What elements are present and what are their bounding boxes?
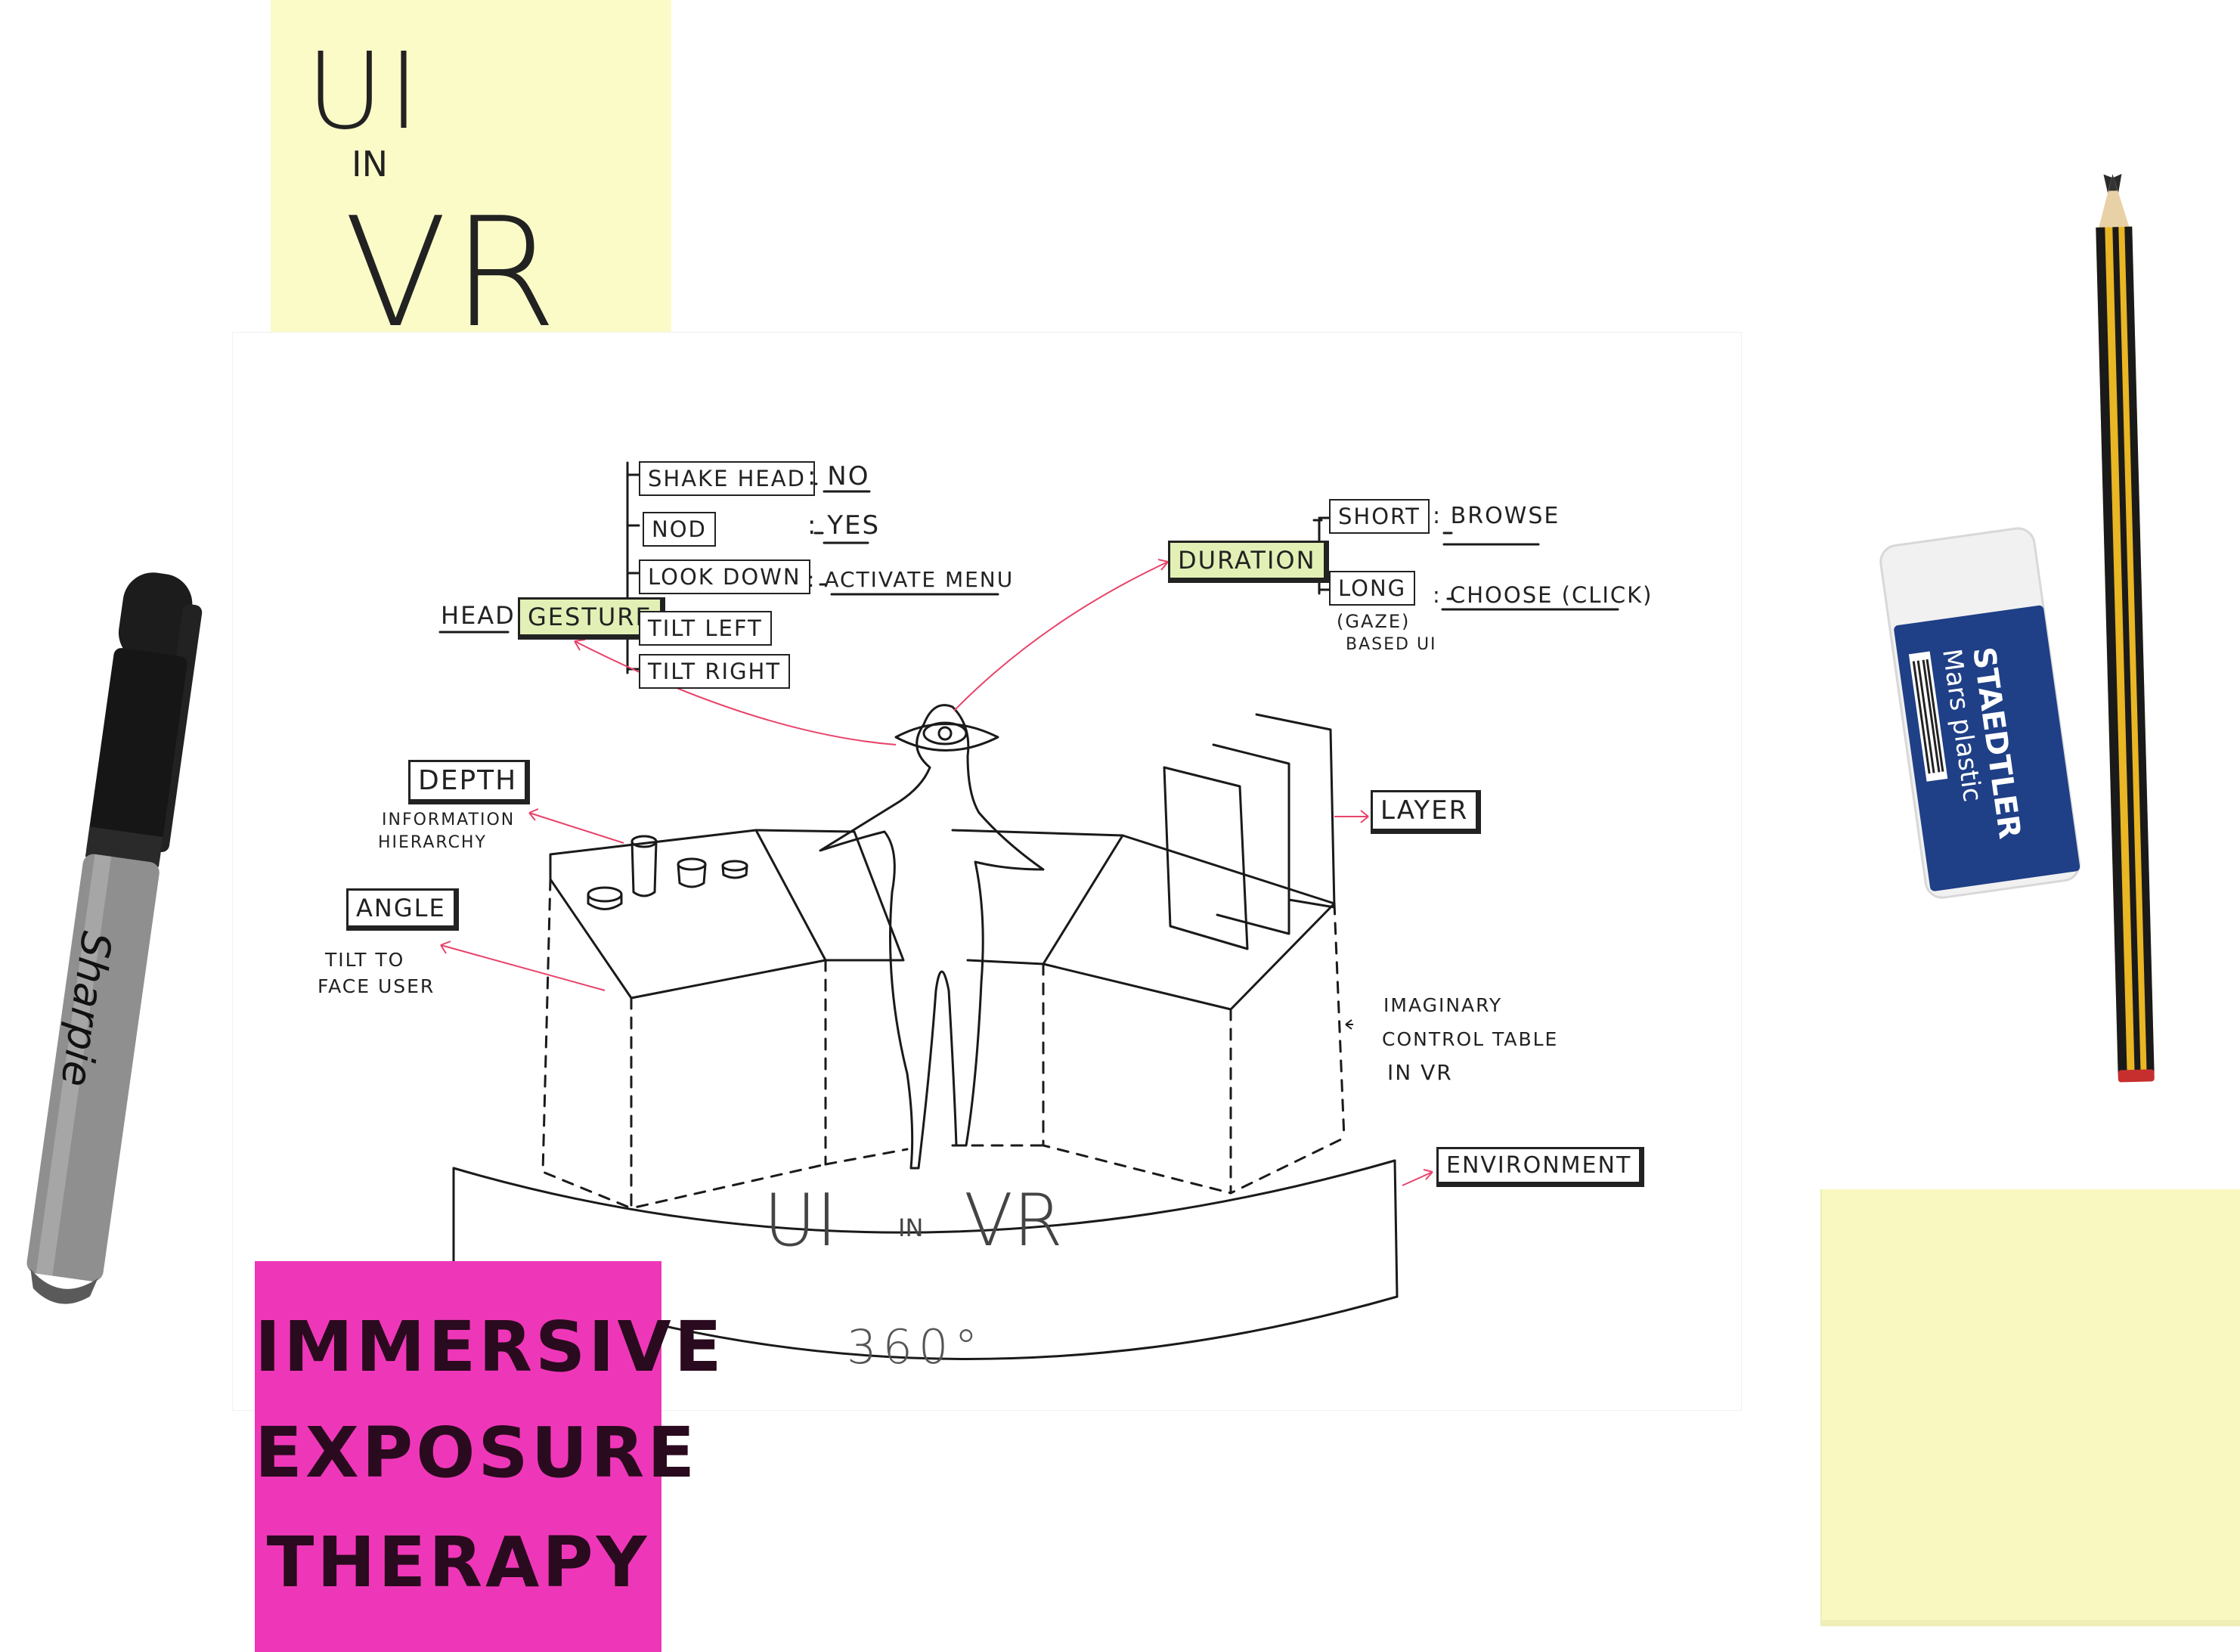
sticky-title-ui: UI [306,30,424,153]
duration-box: DURATION [1168,541,1329,583]
duration-short: SHORT [1329,499,1430,534]
imaginary-note-3: IN VR [1387,1060,1453,1085]
imaginary-note-2: CONTROL TABLE [1382,1028,1559,1050]
meaning-no: : NO [807,461,870,491]
based-ui-note: BASED UI [1346,635,1437,654]
center-title-ui: UI [764,1179,838,1263]
layer-box: LAYER [1371,790,1482,834]
sticky-note-pad-blank [1820,1189,2240,1626]
meaning-activate-menu: : ACTIVATE MENU [807,567,1015,592]
gesture-item-tilt-left: TILT LEFT [639,611,772,646]
sticky-title-vr: VR [344,185,562,361]
depth-note-information: INFORMATION [382,811,516,829]
gaze-note: (GAZE) [1337,611,1411,632]
environment-box: ENVIRONMENT [1436,1147,1645,1187]
gesture-item-look-down: LOOK DOWN [639,559,810,594]
duration-long: LONG [1329,571,1416,606]
angle-note-face-user: FACE USER [318,975,435,997]
gesture-item-nod: NOD [643,512,716,547]
short-meaning: : BROWSE [1433,503,1560,529]
center-title-in: IN [898,1213,924,1242]
gesture-item-shake-head: SHAKE HEAD [639,461,815,496]
pink-note-line-3: THERAPY [266,1522,650,1603]
depth-box: DEPTH [408,760,531,804]
center-title-vr: VR [964,1179,1063,1263]
pink-note-line-1: IMMERSIVE [255,1306,725,1387]
angle-box: ANGLE [346,888,459,931]
sticky-title-in: IN [352,144,388,184]
head-label: HEAD [441,601,516,630]
sticky-note-ui-in-vr [271,0,671,382]
degrees-label: 360° [847,1319,984,1375]
depth-note-hierarchy: HIERARCHY [378,833,487,852]
sticky-note-exposure-therapy: IMMERSIVE EXPOSURE THERAPY [255,1261,725,1652]
meaning-yes: : YES [807,510,881,541]
pink-note-line-2: EXPOSURE [255,1412,699,1493]
angle-note-tilt-to: TILT TO [325,949,405,971]
imaginary-note-1: IMAGINARY [1383,994,1503,1016]
long-meaning: : CHOOSE (CLICK) [1433,582,1653,608]
gesture-item-tilt-right: TILT RIGHT [639,654,791,689]
